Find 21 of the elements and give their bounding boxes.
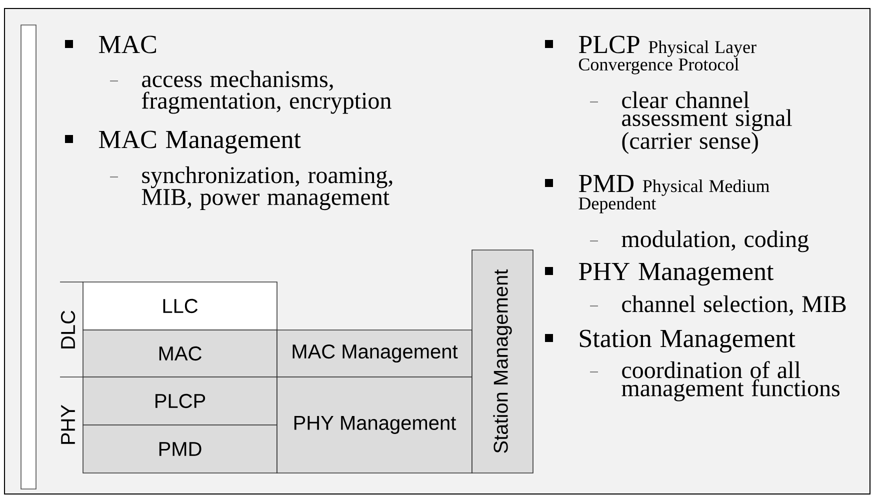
list-item: synchronization, roaming, MIB, power management [142, 166, 392, 210]
layer-label: DLC [60, 310, 76, 348]
list-item: access mechanisms, fragmentation, encryption [142, 70, 392, 114]
layer-box: PLCP [82, 376, 278, 426]
side-bar [20, 24, 36, 490]
list-heading: PMD Physical Medium Dependent [578, 174, 770, 214]
layer-box: MAC [82, 330, 278, 378]
list-heading: PHY Management [578, 262, 774, 286]
list-heading: PLCP Physical Layer Convergence Protocol [578, 36, 756, 74]
list-heading: MAC Management [98, 130, 301, 154]
list-heading: MAC [98, 36, 156, 54]
list-item: modulation, coding [622, 230, 809, 252]
layer-box: MAC Management [276, 330, 472, 378]
list-item: channel selection, MIB [622, 295, 846, 316]
list-item: coordination of all management functions [622, 361, 840, 402]
list-heading: Station Management [580, 330, 796, 353]
list-item: clear channel assessment signal (carrier sense) [622, 91, 792, 154]
layer-box: LLC [82, 282, 278, 330]
layer-box: PMD [82, 424, 278, 474]
layer-label: PHY [61, 404, 75, 444]
layer-box: Station Management [472, 250, 534, 474]
